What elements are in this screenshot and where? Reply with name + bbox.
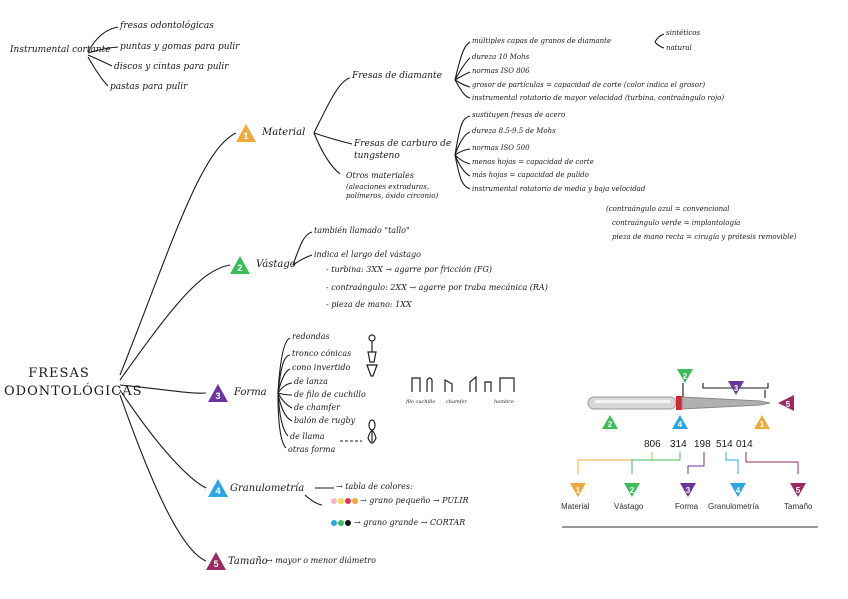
tungsteno-label: Fresas de carburo de tungsteno xyxy=(354,139,452,161)
bur-badge-5: 5 xyxy=(778,395,794,415)
cap-badge-5: 5 xyxy=(790,482,806,501)
iso-code-1: 806 xyxy=(644,439,661,450)
svg-text:5: 5 xyxy=(786,400,791,409)
branch-forma-label: Forma xyxy=(234,387,267,398)
vastago-item-5: - pieza de mano: 1XX xyxy=(326,300,412,309)
otros-detail: (aleaciones extraduras, polímeros, óxido… xyxy=(346,183,439,200)
iso-code-3: 198 xyxy=(694,439,711,450)
branch-vastago-label: Vástago xyxy=(256,259,296,270)
branch-2-badge: 2 xyxy=(230,256,250,278)
iso-code-2: 314 xyxy=(670,439,687,450)
otros-label: Otros materiales xyxy=(346,171,414,180)
svg-text:2: 2 xyxy=(630,486,635,495)
svg-text:5: 5 xyxy=(213,559,218,569)
shape-sketches xyxy=(366,334,515,444)
diamante-item-5: instrumental rotatorio de mayor velocida… xyxy=(472,94,725,102)
svg-text:1: 1 xyxy=(243,131,248,141)
forma-item-6: de chamfer xyxy=(294,403,340,412)
shape-label-1: filo cuchillo xyxy=(406,399,436,405)
branch-1-badge: 1 xyxy=(236,124,256,146)
branch-tamano-label: Tamaño xyxy=(228,556,268,567)
forma-item-4: de lanza xyxy=(294,377,328,386)
tl-item-3: discos y cintas para pulir xyxy=(114,62,229,72)
bur-badge-1: 1 xyxy=(754,414,770,433)
cap-badge-2: 2 xyxy=(624,482,640,501)
bur-badge-4: 4 xyxy=(672,414,688,433)
svg-text:1: 1 xyxy=(760,420,765,429)
tungsteno-note-3: pieza de mano recta = cirugía y prótesis… xyxy=(612,233,797,241)
branch-granulometria-label: Granulometría xyxy=(230,483,305,494)
tamano-text: → mayor o menor diámetro xyxy=(266,556,376,565)
svg-text:5: 5 xyxy=(796,486,801,495)
tl-item-4: pastas para pulir xyxy=(110,82,188,92)
vastago-item-2: indica el largo del vástago xyxy=(314,250,421,259)
granulometria-fine: → grano pequeño → PULIR xyxy=(360,496,469,505)
tungsteno-note-2: contraángulo verde = implantología xyxy=(612,219,741,227)
iso-code-5: 014 xyxy=(736,439,753,450)
forma-item-2: tronco cónicas xyxy=(292,349,352,358)
diamante-item-3: normas ISO 806 xyxy=(472,67,530,75)
forma-item-5: de filo de cuchillo xyxy=(294,390,366,399)
caption-forma: Forma xyxy=(675,502,699,511)
svg-text:2: 2 xyxy=(608,420,613,429)
caption-granulometria: Granulometría xyxy=(708,502,760,511)
bur-badge-3: 3 xyxy=(728,380,744,399)
svg-text:2: 2 xyxy=(237,263,242,273)
svg-text:4: 4 xyxy=(736,486,741,495)
tungsteno-item-5: más hojas = capacidad de pulido xyxy=(472,171,589,179)
branch-4-badge: 4 xyxy=(208,479,228,501)
diamante-label: Fresas de diamante xyxy=(352,71,442,81)
svg-text:2: 2 xyxy=(683,372,688,381)
cap-badge-4: 4 xyxy=(730,482,746,501)
cap-badge-1: 1 xyxy=(570,482,586,501)
vastago-item-3: - turbina: 3XX → agarre por fricción (FG… xyxy=(326,265,492,274)
tl-item-1: fresas odontológicas xyxy=(120,21,214,31)
diamante-item-1: múltiples capas de granos de diamante xyxy=(472,37,612,45)
tungsteno-item-2: dureza 8.5-9.5 de Mohs xyxy=(472,127,556,135)
forma-item-7: balón de rugby xyxy=(294,416,356,425)
svg-text:1: 1 xyxy=(576,486,581,495)
tungsteno-item-1: sustituyen fresas de acero xyxy=(472,111,566,119)
tl-item-2: puntas y gomas para pulir xyxy=(120,42,240,52)
bur-badge-2b: 2 xyxy=(602,414,618,433)
svg-text:3: 3 xyxy=(734,384,739,393)
instrumental-title: Instrumental cortante xyxy=(10,45,111,55)
tungsteno-item-3: normas ISO 500 xyxy=(472,144,530,152)
branch-3-badge: 3 xyxy=(208,384,228,406)
shape-label-3: hombro xyxy=(494,399,514,405)
diamante-sub-2: natural xyxy=(666,44,692,52)
caption-tamano: Tamaño xyxy=(784,502,813,511)
forma-item-9: otras forma xyxy=(288,445,336,454)
bur-illustration xyxy=(587,396,771,410)
granulometria-text: → tabla de colores: xyxy=(336,482,413,491)
caption-vastago: Vástago xyxy=(614,502,644,511)
caption-material: Material xyxy=(561,502,590,511)
vastago-item-1: también llamado "tallo" xyxy=(314,226,410,235)
svg-text:4: 4 xyxy=(678,420,683,429)
shape-label-2: chamfer xyxy=(446,399,467,405)
vastago-item-4: - contraángulo: 2XX → agarre por traba m… xyxy=(326,283,548,292)
tungsteno-item-6: instrumental rotatorio de media y baja v… xyxy=(472,185,646,193)
diamante-item-2: dureza 10 Mohs xyxy=(472,53,530,61)
branch-material-label: Material xyxy=(262,127,306,138)
bur-badge-2: 2 xyxy=(677,368,693,387)
forma-item-1: redondas xyxy=(292,332,330,341)
granulometria-coarse: → grano grande → CORTAR xyxy=(354,518,466,527)
root-title: FRESAS ODONTOLÓGICAS xyxy=(4,366,143,399)
svg-text:4: 4 xyxy=(215,486,220,496)
tungsteno-item-4: menos hojas = capacidad de corte xyxy=(472,158,594,166)
tungsteno-note-1: (contraángulo azul = convencional xyxy=(606,205,730,213)
cap-badge-3: 3 xyxy=(680,482,696,501)
forma-item-3: cono invertido xyxy=(292,363,351,372)
svg-text:3: 3 xyxy=(686,486,691,495)
diamante-sub-1: sintéticos xyxy=(666,29,701,37)
diamante-item-4: grosor de partículas = capacidad de cort… xyxy=(472,81,706,89)
branch-5-badge: 5 xyxy=(206,552,226,574)
forma-item-8: de llama xyxy=(290,432,325,441)
iso-code-4: 514 xyxy=(716,439,733,450)
svg-text:3: 3 xyxy=(215,391,220,401)
